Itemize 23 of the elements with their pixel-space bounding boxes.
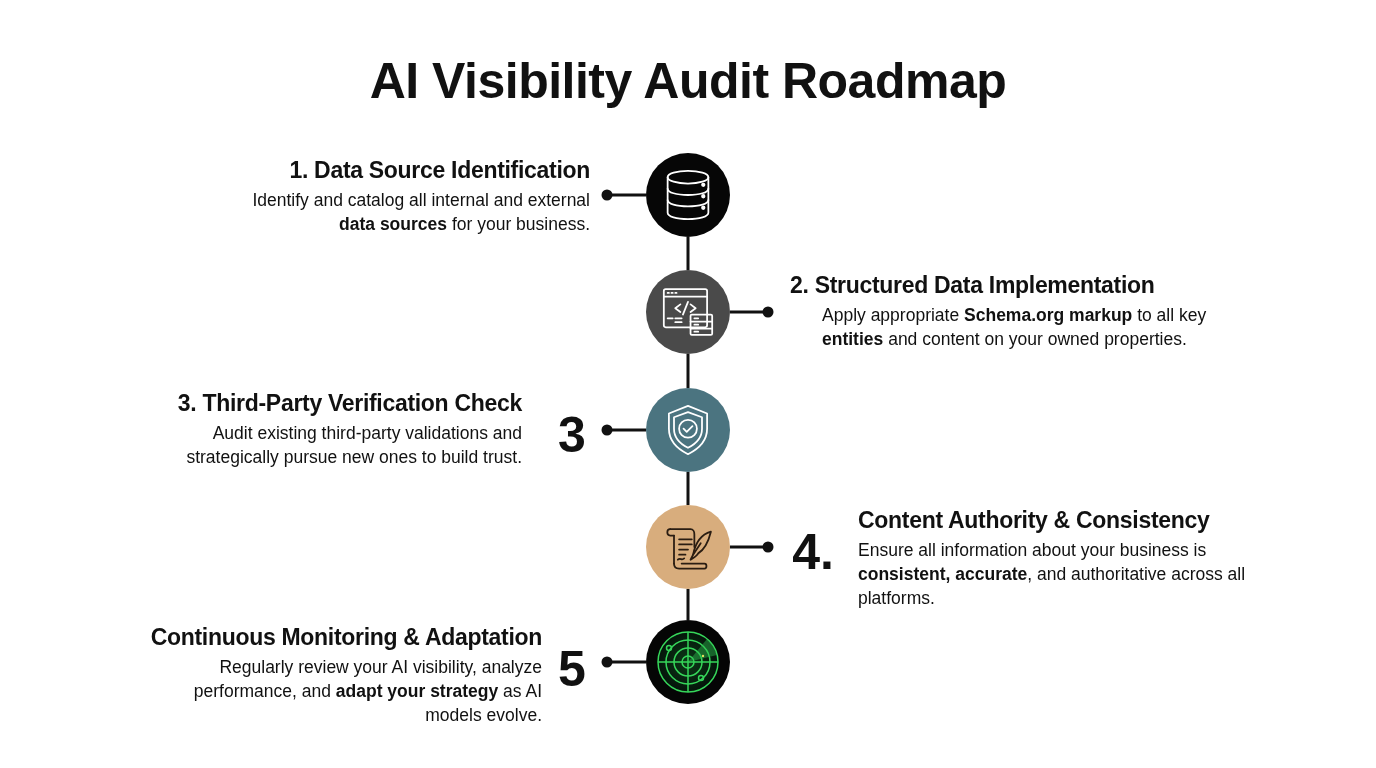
step-description: Identify and catalog all internal and external data sources for your business. bbox=[251, 189, 590, 236]
step-description: Ensure all information about your business is consistent, accurate, and authoritative across all platforms. bbox=[858, 539, 1247, 610]
step-description: Regularly review your AI visibility, analyze performance, and adapt your strategy as AI models evolve. bbox=[192, 656, 542, 727]
connector-line bbox=[601, 656, 646, 668]
connector-line bbox=[601, 424, 646, 436]
step-description: Apply appropriate Schema.org markup to all key entities and content on your owned properties. bbox=[821, 304, 1208, 351]
step-description: Audit existing third-party validations and strategically pursue new ones to build trust. bbox=[185, 422, 522, 469]
title: AI Visibility Audit Roadmap bbox=[368, 52, 1008, 110]
connector-line bbox=[601, 189, 646, 201]
connector-line bbox=[686, 354, 690, 388]
step-heading: Content Authority & Consistency bbox=[858, 506, 1211, 535]
step-number: 5 bbox=[557, 644, 587, 694]
step-heading: 3. Third-Party Verification Check bbox=[176, 389, 522, 418]
connector-line bbox=[686, 237, 690, 270]
connector-line bbox=[686, 472, 690, 505]
connector-line bbox=[686, 589, 690, 620]
step-number: 3 bbox=[557, 410, 587, 460]
connector-line bbox=[730, 306, 774, 318]
step-heading: 1. Data Source Identification bbox=[288, 156, 590, 185]
step-number: 4. bbox=[791, 527, 835, 577]
connector-line bbox=[730, 541, 774, 553]
step-heading: 2. Structured Data Implementation bbox=[790, 271, 1156, 300]
step-heading: Continuous Monitoring & Adaptation bbox=[149, 623, 542, 652]
